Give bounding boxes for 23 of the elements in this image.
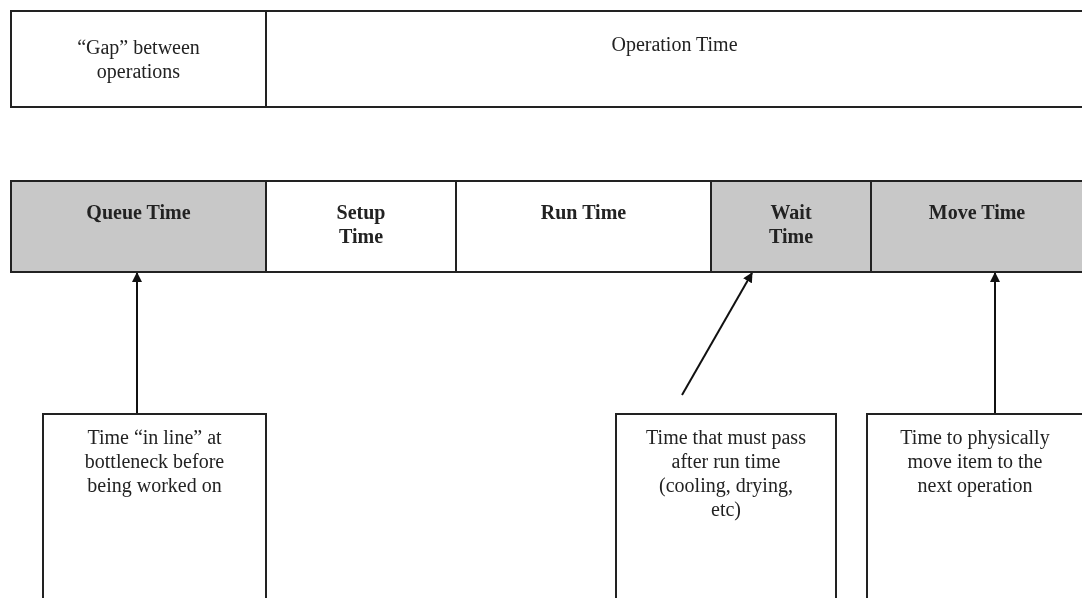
time-segment-box: [10, 180, 267, 273]
time-segment-box: [265, 180, 457, 273]
time-segment-box: [870, 180, 1082, 273]
box-label: Time “in line” at bottleneck before being worked on: [83, 425, 226, 497]
box-label: “Gap” between operations: [76, 35, 201, 83]
header-box: [10, 10, 267, 108]
header-box: [265, 10, 1082, 108]
time-segment-box: [710, 180, 872, 273]
box-label: Queue Time: [86, 200, 191, 224]
arrow: [132, 272, 142, 414]
box-label: Time to physically move item to the next operation: [899, 425, 1051, 497]
box-label: Setup Time: [335, 200, 387, 248]
callout-box: [866, 413, 1082, 598]
arrow: [990, 272, 1000, 414]
box-label: Move Time: [928, 200, 1026, 224]
callout-box: [615, 413, 837, 598]
callout-box: [42, 413, 267, 598]
box-label: Operation Time: [611, 32, 738, 56]
box-label: Wait Time: [767, 200, 815, 248]
time-segment-box: [455, 180, 712, 273]
box-label: Run Time: [540, 200, 627, 224]
box-label: Time that must pass after run time (cooling, drying, etc): [646, 425, 806, 521]
arrow: [681, 272, 753, 396]
